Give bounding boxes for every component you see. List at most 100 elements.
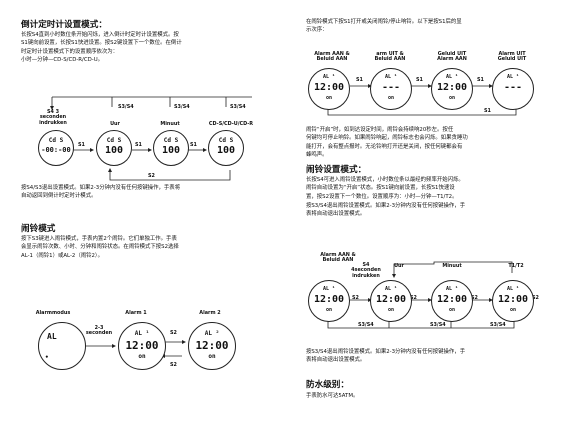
alarm-s2-a: S2 (170, 330, 177, 336)
alarm-mid-label: 2-3 seconden (85, 325, 113, 337)
aset-label-1: S4 4seconden indrukken (351, 262, 381, 279)
watch-main-text: 12:00 (125, 339, 159, 352)
watch-bottom-text: on (325, 95, 333, 101)
water-paragraph: 手表防水可达5ATM。 (306, 393, 359, 399)
btn-label-3: S3/S4 (230, 104, 246, 110)
alarmset-note-2: 按S3/S4退出闹铃设置模式。如果2-3分钟内没有任何按键操作，手 表将自动退出… (306, 349, 466, 364)
aset-s2-3: S2 (532, 295, 539, 301)
alarm-watch-1: AL ¹ 12:00 on (118, 322, 166, 370)
row-label-3: Alarm UIT Geluid UIT (497, 51, 527, 63)
watch-bottom-text: on (509, 307, 517, 313)
watch-top-text: AL ¹ (506, 74, 520, 80)
watch-top-text: AL ¹ (445, 286, 459, 292)
watch-main-text: 12:00 (436, 82, 468, 93)
watch-bottom-text: on (208, 353, 216, 360)
watch-top-text: AL ¹ (445, 74, 459, 80)
countdown-watch-4: Cd S 100 (208, 130, 244, 166)
countdown-watch-3: Cd S 100 (153, 130, 189, 166)
row-s1-1: S1 (416, 77, 423, 83)
watch-bottom-text: on (448, 95, 456, 101)
btn-label-2: S3/S4 (174, 104, 190, 110)
aset-watch-4: AL ¹ 12:00 on (492, 280, 534, 322)
watch-main-text: 12:00 (313, 294, 345, 305)
aset-btn-0: S3/S4 (358, 322, 374, 328)
watch-bottom-text: on (325, 307, 333, 313)
watch-top-text: AL ² (204, 330, 220, 337)
btn-label-1: S3/S4 (118, 104, 134, 110)
aset-label-2: Uur (394, 263, 404, 269)
watch-top-text: AL ¹ (322, 286, 336, 292)
arrow-s1-2: S1 (135, 142, 142, 148)
watch-main-text: 100 (161, 145, 181, 156)
watch-main-text: 12:00 (436, 294, 468, 305)
alarm-ring-paragraph: 闹铃“开启”时，如到达设定时间，闹铃会持续响20秒左。按任 何键均可停止响铃。如… (306, 127, 468, 158)
watch-top-text: Cd S (48, 137, 64, 144)
watch-main-text: 12:00 (195, 339, 229, 352)
watch-main-text: --- (381, 82, 401, 93)
alarm-label-1: Alarm 1 (125, 310, 147, 316)
countdown-note: 按S4/S3退出设置模式。如果2-3分钟内没有任何按键操作，手表将 自动返回到倒… (21, 185, 181, 200)
toggle-watch-4: AL ¹ --- (492, 68, 534, 110)
watch-top-text: AL (47, 332, 57, 341)
watch-top-text: AL ¹ (506, 286, 520, 292)
watch-top-text: Cd S (106, 137, 122, 144)
watch-bottom-text: on (138, 353, 146, 360)
cd-label-2: Minuut (160, 121, 180, 127)
alarm-label-0: Alarmmodus (35, 310, 71, 316)
aset-s2-2: S2 (471, 295, 478, 301)
watch-top-text: AL ¹ (384, 74, 398, 80)
row-label-0: Alarm AAN & Beluid AAN (314, 51, 350, 63)
watch-top-text: Cd S (163, 137, 179, 144)
aset-label-4: T1/T2 (508, 263, 524, 269)
countdown-watch-1: Cd S -00:-00 (38, 130, 74, 166)
watch-main-text: 12:00 (375, 294, 407, 305)
aset-s2-0: S2 (352, 295, 359, 301)
alarm-heading: 闹铃模式 (21, 224, 56, 234)
cd-label-3: CD-S/CD-U/CD-R (208, 121, 254, 127)
watch-bottom-text: on (387, 95, 395, 101)
aset-btn-1: S3/S4 (430, 322, 446, 328)
aset-watch-1: AL ¹ 12:00 on (308, 280, 350, 322)
countdown-heading: 倒计定时计设置模式： (21, 20, 107, 30)
watch-top-text: AL ¹ (322, 74, 336, 80)
watch-main-text: --- (503, 82, 523, 93)
aset-label-0: Alarm AAN & Beluid AAN (320, 252, 356, 264)
row-label-1: arm UIT & Beluid AAN (374, 51, 406, 63)
aset-label-3: Minuut (442, 263, 462, 269)
watch-main-text: 100 (216, 145, 236, 156)
watch-main-text: 100 (104, 145, 124, 156)
arrow-s1-1: S1 (78, 142, 85, 148)
alarm-watch-mode: AL • (38, 322, 86, 370)
alarm-toggle-intro: 在闹铃模式下按S1打开或关闭闹铃/停止响铃。以下是按S1后的显 示次序： (306, 19, 462, 34)
watch-top-text: AL ¹ (134, 330, 150, 337)
cd-label-1: Uur (110, 121, 120, 127)
cd-label-0: S4 3 seconden indrukken (39, 109, 67, 126)
countdown-watch-2: Cd S 100 (96, 130, 132, 166)
watch-top-text: AL ¹ (384, 286, 398, 292)
watch-bottom-text: • (45, 354, 49, 361)
alarmset-diagram-lines (326, 261, 515, 329)
watch-bottom-text: on (387, 307, 395, 313)
alarm-watch-2: AL ² 12:00 on (188, 322, 236, 370)
row-s1-2: S1 (477, 77, 484, 83)
row-s1-0: S1 (356, 77, 363, 83)
toggle-watch-3: AL ¹ 12:00 on (431, 68, 473, 110)
toggle-watch-1: AL ¹ 12:00 on (308, 68, 350, 110)
s2-return: S2 (148, 173, 155, 179)
alarmset-paragraph: 长按S4可进入闹铃设置模式，小时数位条以最经的频率开始闪烁。 闹铃自动设置为“开… (306, 177, 464, 200)
watch-bottom-text: on (448, 307, 456, 313)
alarmset-note-1: 按S3/S4退出闹铃设置模式。如果2-3分钟内没有任何按键操作，手 表将自动退出… (306, 203, 466, 218)
countdown-diagram-lines (50, 96, 252, 181)
watch-main-text: -00:-00 (41, 146, 71, 154)
alarm-s2-b: S2 (170, 362, 177, 368)
aset-btn-2: S3/S4 (490, 322, 506, 328)
watch-top-text: Cd S (218, 137, 234, 144)
toggle-watch-2: AL ¹ --- on (370, 68, 412, 110)
arrow-s1-3: S1 (190, 142, 197, 148)
alarmset-heading: 闹铃设置模式： (306, 165, 367, 175)
aset-watch-3: AL ¹ 12:00 on (431, 280, 473, 322)
countdown-paragraph: 长按S4直到小时数位条开始闪烁，进入倒计时定时计设置模式。按 S1键向前设置，长… (21, 32, 182, 63)
watch-main-text: 12:00 (313, 82, 345, 93)
alarm-paragraph: 按下S3键进入闹铃模式，手表内置2个闹铃。它们单独工作。手表 会显示闹铃次数、小… (21, 236, 179, 259)
water-heading: 防水级别： (306, 380, 349, 390)
